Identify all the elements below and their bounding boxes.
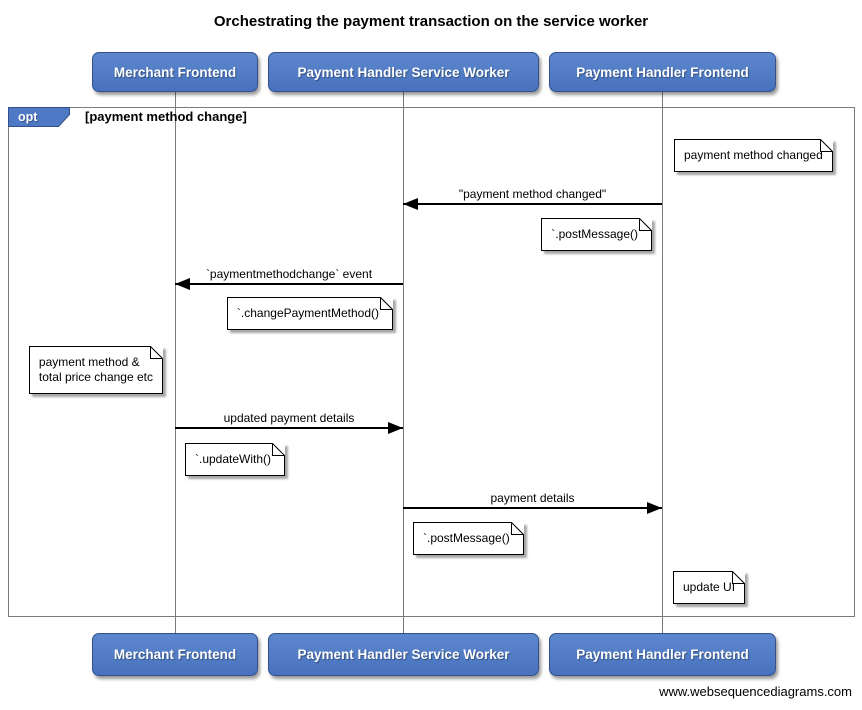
note-fold-icon (272, 443, 286, 456)
note-text: `.postMessage()` (551, 227, 642, 241)
note-fold-icon (380, 297, 393, 310)
note-text: `.postMessage()` (423, 531, 514, 545)
actor-merchant-frontend-top: Merchant Frontend (92, 52, 258, 92)
diagram-title: Orchestrating the payment transaction on… (213, 13, 649, 30)
actor-label: Merchant Frontend (113, 647, 237, 662)
arrowhead-right-icon (647, 502, 662, 514)
actor-payment-handler-service-worker-bottom: Payment Handler Service Worker (268, 633, 539, 676)
note-payment-method-total-price: payment method & total price change etc (28, 346, 163, 394)
actor-label: Merchant Frontend (113, 64, 237, 80)
note-text: update UI (683, 580, 736, 594)
note-postmessage-1: `.postMessage()` (541, 218, 652, 251)
message-label-updated-payment-details: updated payment details (223, 411, 355, 425)
note-fold-icon (510, 522, 524, 535)
watermark-websequencediagrams: www.websequencediagrams.com (659, 684, 852, 699)
message-label-payment-details: payment details (490, 491, 575, 505)
actor-merchant-frontend-bottom: Merchant Frontend (92, 633, 258, 676)
note-updatewith: `.updateWith()` (185, 443, 286, 476)
message-label-payment-method-changed: "payment method changed" (458, 187, 607, 201)
actor-payment-handler-frontend-top: Payment Handler Frontend (549, 52, 776, 92)
opt-frame (8, 107, 855, 617)
message-arrow-payment-method-changed (403, 203, 662, 205)
note-fold-icon (150, 346, 163, 359)
lifeline-merchant-frontend (175, 92, 176, 633)
note-fold-icon (639, 218, 652, 231)
actor-label: Payment Handler Service Worker (297, 64, 510, 80)
actor-payment-handler-frontend-bottom: Payment Handler Frontend (549, 633, 776, 676)
note-text: `.changePaymentMethod()` (236, 306, 383, 320)
actor-payment-handler-service-worker-top: Payment Handler Service Worker (268, 52, 539, 92)
lifeline-payment-handler-frontend (662, 92, 663, 633)
message-arrow-payment-details (403, 507, 662, 509)
note-update-ui: update UI (673, 571, 746, 604)
message-arrow-updated-payment-details (175, 427, 403, 429)
opt-frame-tab: opt (8, 107, 70, 127)
opt-tab-shape-icon (8, 107, 70, 127)
note-fold-icon (819, 139, 833, 152)
message-arrow-paymentmethodchange-event (175, 283, 403, 285)
note-fold-icon (732, 571, 746, 584)
note-text: payment method changed (684, 148, 823, 162)
actor-label: Payment Handler Frontend (576, 647, 749, 662)
message-label-paymentmethodchange-event: `paymentmethodchange` event (205, 267, 373, 281)
arrowhead-right-icon (388, 422, 403, 434)
arrowhead-left-icon (403, 198, 418, 210)
actor-label: Payment Handler Service Worker (297, 647, 510, 662)
note-postmessage-2: `.postMessage()` (413, 522, 524, 555)
actor-label: Payment Handler Frontend (576, 64, 749, 80)
note-text: `.updateWith()` (195, 452, 276, 466)
lifeline-payment-handler-service-worker (403, 92, 404, 633)
note-payment-method-changed: payment method changed (674, 139, 833, 172)
opt-operator-label: opt (18, 110, 38, 124)
arrowhead-left-icon (175, 278, 190, 290)
note-changepaymentmethod: `.changePaymentMethod()` (226, 297, 393, 330)
opt-guard-condition: [payment method change] (85, 109, 247, 124)
note-text: payment method & total price change etc (38, 355, 153, 384)
